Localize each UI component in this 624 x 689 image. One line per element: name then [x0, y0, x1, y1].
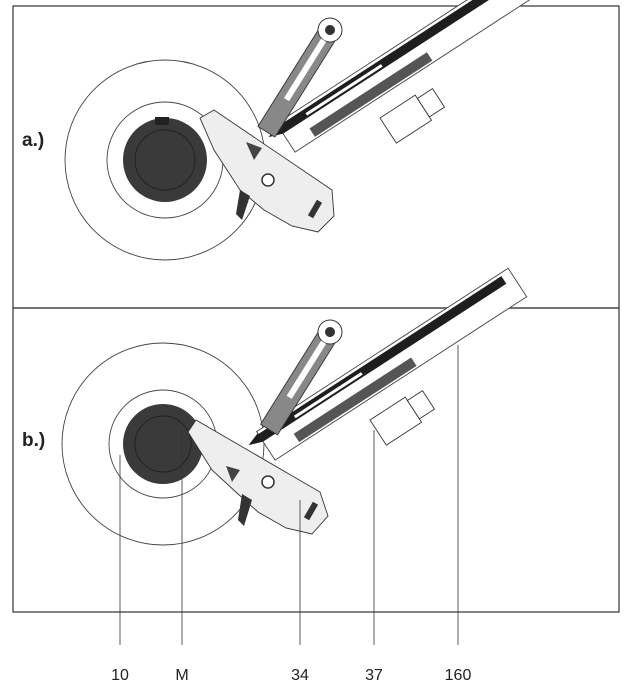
callout-M: M [175, 667, 188, 684]
callout-10: 10 [111, 667, 129, 684]
slider-arm [259, 319, 343, 436]
lever-arm [199, 109, 335, 233]
leader-lines [119, 345, 459, 645]
panel-a-label: a.) [22, 130, 44, 151]
callout-34: 34 [291, 667, 309, 684]
tape-pack-circle [61, 342, 265, 546]
panel-a: a.) [22, 0, 548, 261]
callout-160: 160 [445, 667, 472, 684]
reel-hub-inner [134, 129, 196, 191]
guide-rail [248, 267, 528, 461]
carriage-block [369, 390, 436, 446]
panel-b-label: b.) [22, 430, 45, 451]
callout-37: 37 [365, 667, 383, 684]
lever-arm [187, 419, 329, 535]
panel-b: b.) [22, 267, 528, 546]
carriage-block [379, 88, 446, 144]
reel-hub-inner [134, 415, 192, 473]
slider-arm [257, 17, 343, 138]
reel-tab [155, 117, 169, 125]
reel-hub [123, 118, 207, 202]
panel-b-frame [12, 307, 620, 613]
